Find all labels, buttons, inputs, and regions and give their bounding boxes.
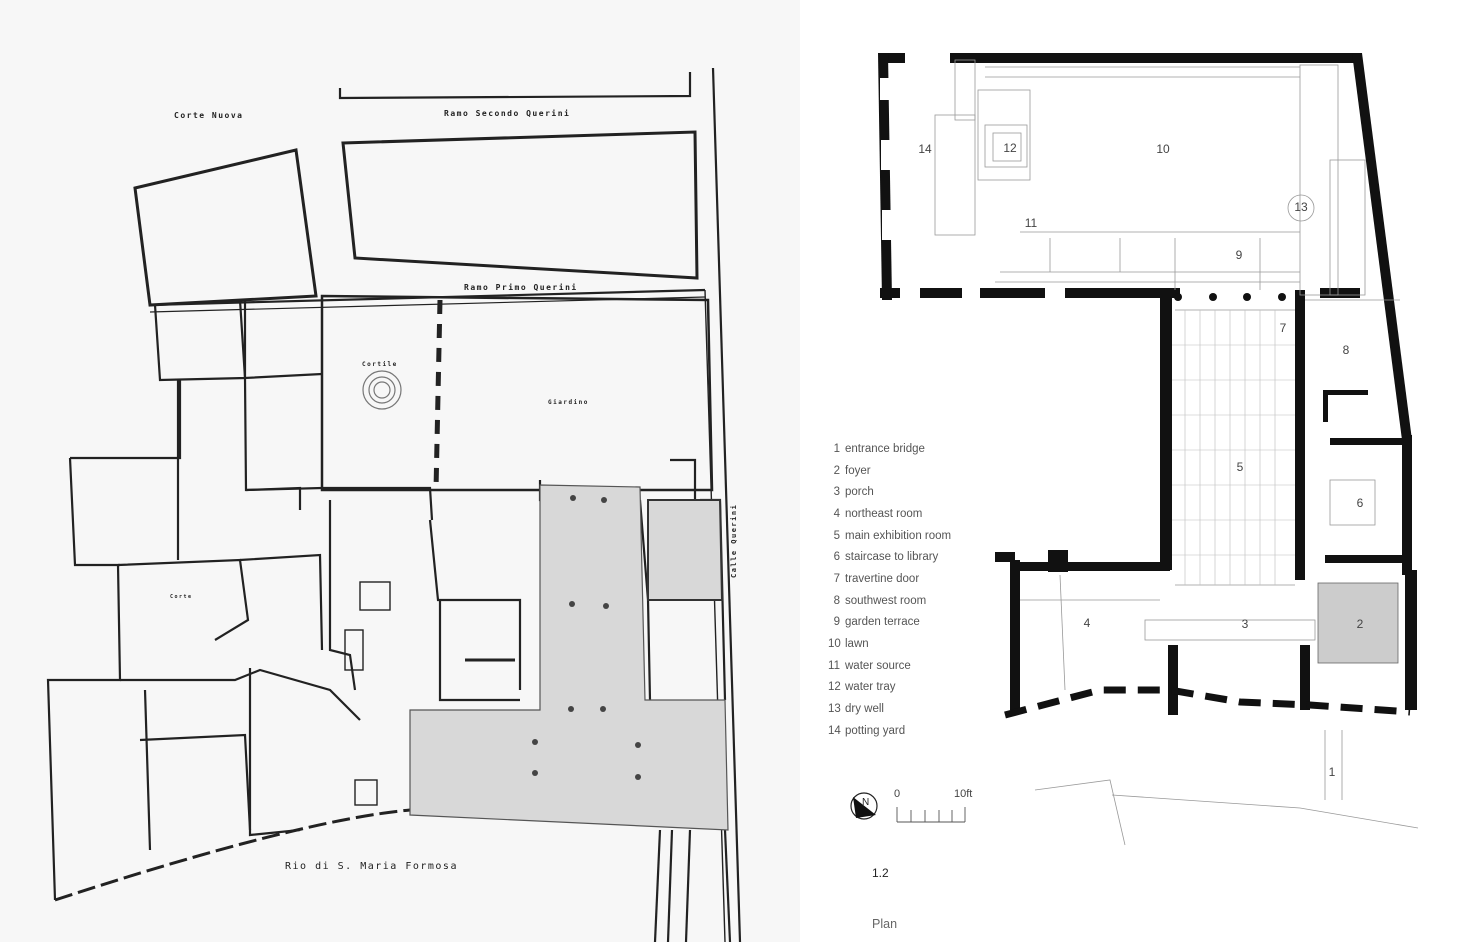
legend-item: 1 entrance bridge [828,438,988,460]
legend-item: 12 water tray [828,677,988,699]
label-corte-nuova: Corte Nuova [174,111,243,120]
legend: 1 entrance bridge 2 foyer 3 porch 4 northeast r… [828,438,988,742]
legend-number: 10 [828,638,841,651]
label-ramo-primo: Ramo Primo Querini [464,282,578,292]
legend-label: northeast room [845,507,923,520]
legend-number: 1 [833,442,840,455]
legend-label: water tray [845,681,896,694]
legend-label: garden terrace [845,616,920,629]
scale-start-label: 0 [894,788,901,800]
legend-label: staircase to library [845,551,939,564]
legend-item: 7 travertine door [828,568,988,590]
legend-item: 3 porch [828,481,988,503]
scale-end-label: 10ft [954,788,973,800]
legend-label: foyer [845,464,871,477]
figure-number: 1.2 [872,866,889,880]
historical-plan-drawing: Corte Nuova Ramo Secondo Querini Ramo Pr… [46,67,742,942]
legend-number: 11 [828,659,840,672]
label-ramo-secondo: Ramo Secondo Querini [444,108,570,118]
historical-plan-panel: Corte Nuova Ramo Secondo Querini Ramo Pr… [46,67,742,942]
label-calle-querini: Calle Querini [730,504,738,578]
legend-number: 7 [833,572,840,585]
legend-label: entrance bridge [845,442,925,455]
legend-item: 4 northeast room [828,503,988,525]
legend-item: 5 main exhibition room [828,525,988,547]
legend-item: 10 lawn [828,633,988,655]
label-corte: Corte [170,594,193,600]
legend-number: 4 [833,507,840,520]
legend-number: 12 [828,681,841,694]
legend-item: 13 dry well [828,698,988,720]
legend-label: southwest room [845,594,927,607]
legend-number: 6 [833,551,840,564]
legend-item: 11 water source [828,655,988,677]
legend-label: porch [845,486,874,499]
legend-label: potting yard [845,724,906,737]
legend-number: 13 [828,703,841,716]
legend-label: main exhibition room [845,529,952,542]
legend-number: 2 [833,464,840,477]
legend-number: 9 [833,616,840,629]
figure-title: Plan [872,917,898,931]
legend-number: 8 [833,594,840,607]
legend-label: water source [845,659,911,672]
label-rio: Rio di S. Maria Formosa [285,861,458,872]
legend-label: travertine door [845,572,920,585]
legend-item: 9 garden terrace [828,612,988,634]
label-cortile: Cortile [362,361,398,368]
legend-item: 8 southwest room [828,590,988,612]
legend-item: 14 potting yard [828,720,988,742]
legend-label: dry well [845,703,884,716]
legend-number: 3 [833,486,840,499]
label-giardino: Giardino [548,399,589,406]
legend-number: 14 [828,724,841,737]
legend-label: lawn [845,638,869,651]
legend-number: 5 [833,529,840,542]
legend-item: 2 foyer [828,460,988,482]
legend-item: 6 staircase to library [828,546,988,568]
